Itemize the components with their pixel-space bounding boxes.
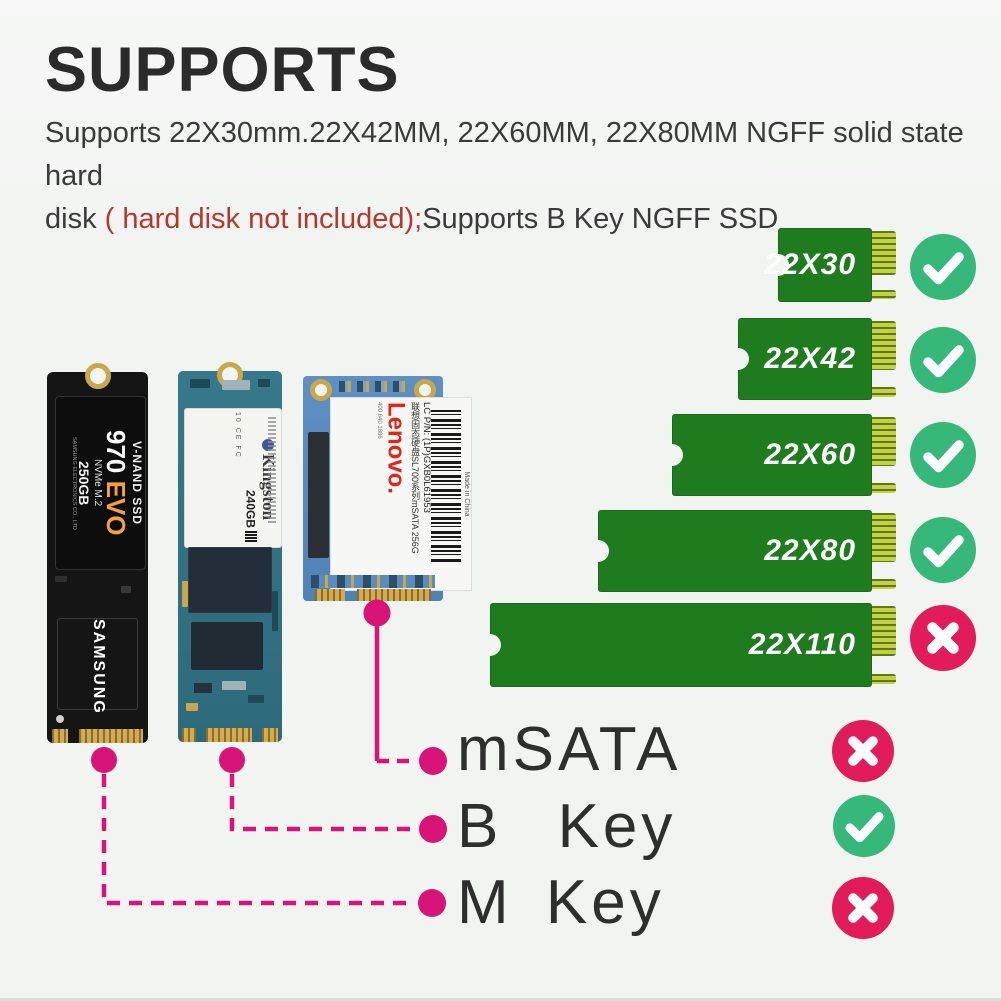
status-22x42	[910, 327, 976, 398]
pcb-component	[186, 703, 198, 711]
subtitle: Supports 22X30mm.22X42MM, 22X60MM, 22X80…	[45, 112, 990, 241]
pcb-component	[182, 581, 188, 607]
lenovo-description: 联想固态硬盘SL700系列mSATA 256G	[410, 402, 421, 554]
size-bar-label: 22X30	[764, 248, 856, 281]
key-label-mkey: M Key	[457, 868, 665, 937]
not-included-warning: ( hard disk not included);	[104, 203, 423, 235]
connector-fingers	[872, 417, 896, 493]
screw-notch	[767, 254, 789, 276]
controller-chip	[308, 432, 329, 558]
size-bar-22x60: 22X60	[661, 414, 896, 496]
pcb-component	[121, 586, 131, 593]
check-icon	[833, 795, 895, 857]
cross-icon	[832, 877, 894, 939]
status-22x110	[910, 605, 976, 676]
callout-line-bkey	[229, 774, 416, 832]
mounting-hole	[310, 379, 332, 401]
status-22x80	[910, 517, 976, 588]
callout-dot-mkey-label	[418, 889, 446, 917]
key-label-bkey: B Key	[457, 792, 677, 861]
status-22x60	[910, 422, 976, 493]
key-label-msata: mSATA	[457, 715, 682, 784]
status-22x30	[910, 234, 976, 305]
callout-dot-msata-label	[419, 747, 447, 775]
check-icon	[910, 327, 976, 393]
samsung-brand-box: SAMSUNG	[57, 618, 138, 715]
samsung-type-line: V-NAND SSD	[130, 440, 144, 525]
pcb-component	[222, 380, 250, 390]
connector-fingers	[872, 606, 896, 684]
size-bar-22x30: 22X30	[764, 228, 896, 302]
check-icon	[910, 517, 976, 583]
pcb-component	[194, 683, 212, 693]
connector-fingers	[872, 513, 896, 589]
status-bkey	[833, 795, 895, 862]
check-icon	[910, 234, 976, 300]
pcb-components-strip	[339, 381, 407, 392]
subtitle-line1: Supports 22X30mm.22X42MM, 22X60MM, 22X80…	[45, 117, 964, 192]
pcb-component	[222, 681, 246, 690]
b-m-key-connector	[182, 728, 278, 742]
samsung-maker-line: SAMSUNG ELECTRONICS CO., LTD	[71, 436, 78, 530]
kingston-label: Kingston 240GB 10 CE FC	[185, 409, 281, 547]
nand-chip	[191, 622, 263, 670]
kingston-fineprint	[268, 417, 276, 525]
screw-notch	[84, 363, 111, 389]
callout-dot-lenovo	[363, 599, 391, 627]
lenovo-hotline: 400 640 1886	[376, 402, 383, 439]
size-bar-label: 22X60	[764, 438, 856, 471]
screw-notch	[479, 634, 501, 656]
screw-notch	[587, 540, 609, 562]
status-mkey	[832, 877, 894, 944]
lenovo-origin: Made in China	[463, 471, 470, 517]
pcb-component	[272, 591, 278, 631]
size-bar-22x42: 22X42	[727, 318, 896, 400]
callout-dot-kingston	[219, 747, 245, 773]
qr-code	[244, 530, 257, 542]
samsung-model: 970 EVO	[101, 430, 132, 536]
check-icon	[910, 422, 976, 488]
size-bar-label: 22X80	[764, 534, 856, 567]
pcb-test-point	[56, 715, 64, 723]
kingston-capacity: 240GB	[242, 412, 258, 544]
pcb-component	[55, 576, 67, 582]
screw-notch	[727, 348, 749, 370]
pcb-component	[190, 379, 210, 388]
ssd-lenovo-msata: LC P/N: (1P)GXB0L61953 联想固态硬盘SL700系列mSAT…	[303, 376, 471, 601]
status-msata	[832, 720, 894, 787]
msata-connector	[315, 589, 431, 601]
connector-fingers	[872, 231, 896, 299]
callout-dot-samsung	[91, 747, 117, 773]
lenovo-part-number: LC P/N: (1P)GXB0L61953	[421, 402, 432, 513]
kingston-cert-marks: 10 CE FC	[234, 412, 242, 459]
pcb-component	[258, 379, 270, 387]
barcode	[431, 410, 461, 562]
size-bar-label: 22X110	[748, 628, 856, 661]
samsung-brand: SAMSUNG	[90, 619, 107, 715]
cross-icon	[910, 605, 976, 671]
page-title: SUPPORTS	[45, 35, 400, 105]
nand-chip	[188, 547, 272, 613]
callout-dot-bkey-label	[419, 815, 447, 843]
subtitle-line2: disk ( hard disk not included);Supports …	[45, 203, 779, 235]
ssd-samsung-970evo: V-NAND SSD 970 EVO NVMe M.2 250GB SAMSUN…	[47, 363, 148, 743]
size-bar-label: 22X42	[764, 342, 856, 375]
pcb-components-strip	[311, 575, 435, 588]
samsung-interface: NVMe M.2	[91, 459, 103, 507]
samsung-label: V-NAND SSD 970 EVO NVMe M.2 250GB SAMSUN…	[55, 396, 146, 570]
screw-notch	[661, 444, 683, 466]
ssd-kingston: Kingston 240GB 10 CE FC	[178, 362, 282, 742]
samsung-capacity: 250GB	[76, 460, 93, 506]
lenovo-brand: Lenovo.	[382, 402, 410, 495]
pcb-component	[248, 695, 264, 703]
callout-line-mkey	[101, 774, 414, 906]
connector-fingers	[872, 321, 896, 397]
size-bar-22x110: 22X110	[479, 603, 896, 687]
lenovo-label: LC P/N: (1P)GXB0L61953 联想固态硬盘SL700系列mSAT…	[331, 398, 471, 590]
size-bar-22x80: 22X80	[587, 510, 896, 592]
m-key-connector	[52, 729, 143, 743]
cross-icon	[832, 720, 894, 782]
